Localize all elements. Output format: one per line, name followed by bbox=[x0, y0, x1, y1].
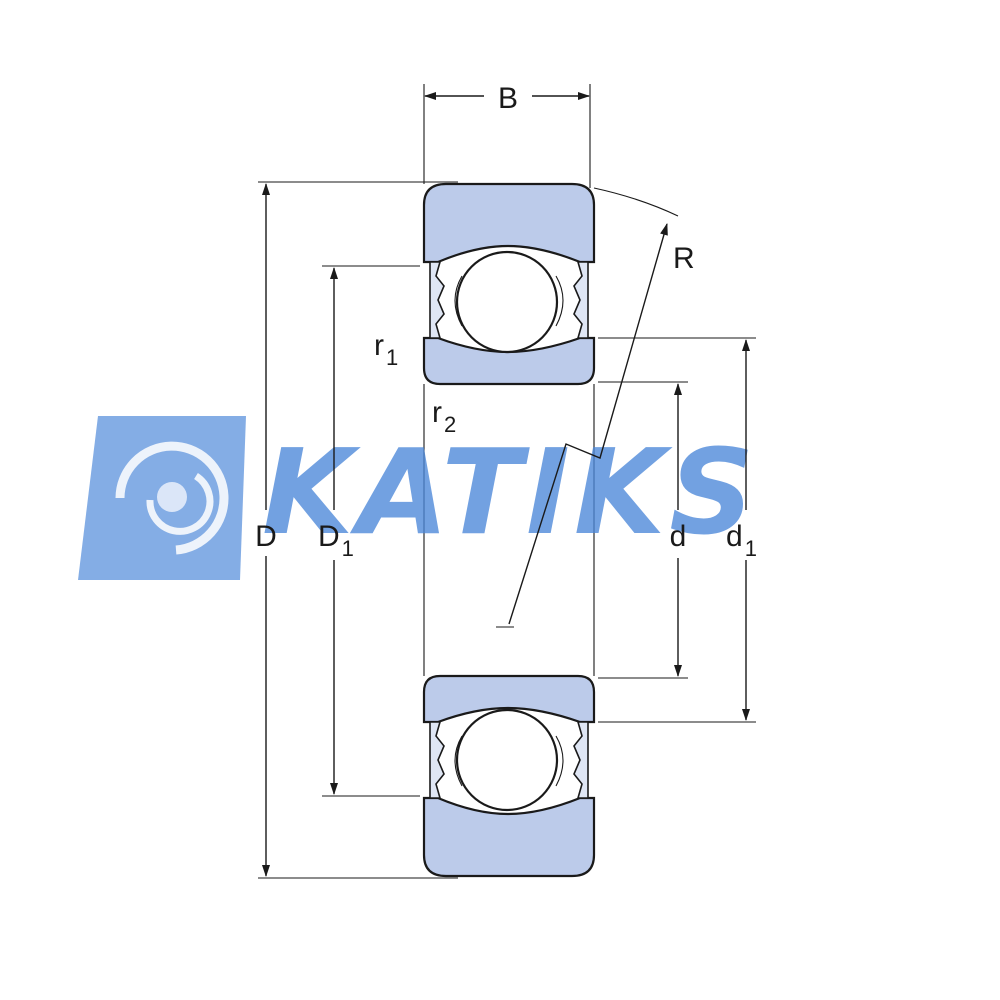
label-D: D bbox=[255, 520, 277, 553]
top-section bbox=[422, 182, 596, 386]
label-D1: D1 bbox=[318, 520, 354, 561]
cage-left-bottom bbox=[454, 735, 463, 787]
shield-left-bottom bbox=[429, 721, 445, 799]
shield-right-top bbox=[573, 261, 589, 339]
dimension-d: d bbox=[598, 381, 688, 679]
radius-arc bbox=[593, 187, 679, 217]
radius-leader bbox=[508, 223, 668, 625]
dimension-d1: d1 bbox=[598, 337, 757, 723]
watermark-dot bbox=[157, 482, 187, 512]
watermark-text: KATIKS bbox=[262, 423, 758, 561]
bottom-section bbox=[422, 674, 596, 878]
cage-right-bottom bbox=[555, 735, 564, 787]
label-r2: r2 bbox=[432, 396, 456, 437]
watermark-swirl-inner bbox=[146, 473, 214, 535]
ball-top bbox=[455, 250, 559, 354]
dimension-D: D bbox=[255, 181, 458, 879]
label-R: R bbox=[673, 242, 695, 275]
dimension-D1: D1 bbox=[318, 265, 420, 797]
shield-right-bottom bbox=[573, 721, 589, 799]
label-d: d bbox=[670, 520, 687, 553]
ball-bottom bbox=[455, 708, 559, 812]
watermark-logo: KATIKS bbox=[78, 416, 758, 580]
bearing-cross-section bbox=[422, 182, 596, 878]
shield-left-top bbox=[429, 261, 445, 339]
outer-ring-top bbox=[422, 182, 596, 264]
dimension-B: B bbox=[423, 82, 591, 188]
label-r1: r1 bbox=[374, 329, 398, 370]
cage-right-top bbox=[555, 275, 564, 327]
watermark-swirl bbox=[115, 441, 229, 555]
label-B: B bbox=[498, 82, 518, 115]
label-d1: d1 bbox=[726, 520, 757, 561]
dimension-R: R bbox=[496, 187, 695, 628]
